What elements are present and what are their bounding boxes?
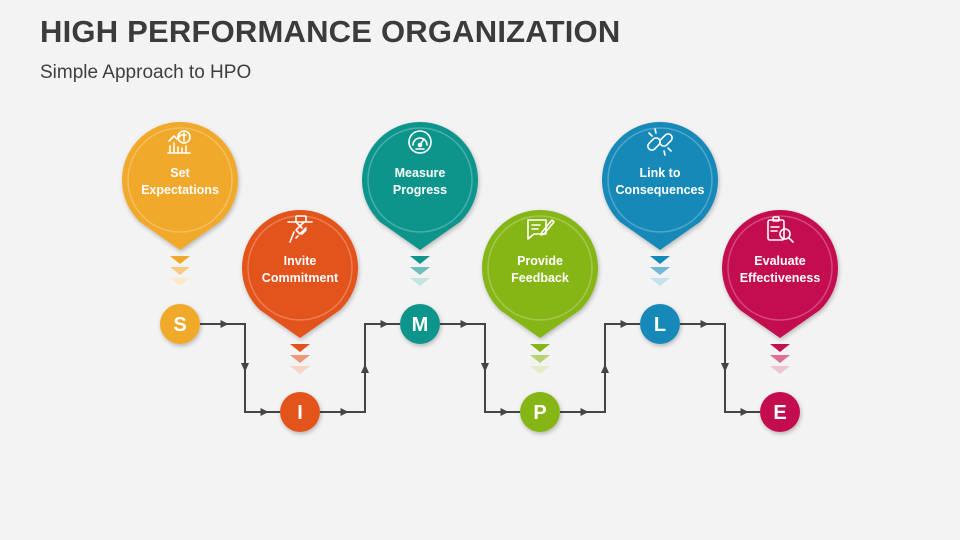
chevron-triangle xyxy=(770,344,790,352)
chevron-triangle xyxy=(410,267,430,275)
money-chart-icon xyxy=(167,130,191,154)
pin-inner-ring xyxy=(727,215,833,321)
chevron-triangle xyxy=(650,267,670,275)
chevron-triangle xyxy=(650,278,670,286)
flow-arrow xyxy=(260,408,269,416)
flow-arrow xyxy=(500,408,509,416)
step-label-line2: Consequences xyxy=(616,183,705,197)
connector-line xyxy=(440,323,520,413)
pin-marker xyxy=(122,121,239,250)
step-label-line1: Invite xyxy=(284,254,317,268)
step-letter: M xyxy=(412,314,429,336)
step-letter: S xyxy=(173,314,186,336)
flow-arrow xyxy=(740,408,749,416)
page-subtitle: Simple Approach to HPO xyxy=(40,62,252,83)
flow-arrow xyxy=(580,408,589,416)
chevron-triangle xyxy=(530,355,550,363)
chain-link-icon xyxy=(647,128,673,156)
step-label-line2: Feedback xyxy=(511,271,569,285)
step-label-line2: Progress xyxy=(393,183,447,197)
step-label-line1: Measure xyxy=(395,166,446,180)
connector-line xyxy=(200,323,280,413)
feedback-note-icon xyxy=(527,219,555,240)
pin-marker xyxy=(482,210,598,338)
chevron-triangle xyxy=(650,256,670,264)
chevron-triangle xyxy=(770,366,790,374)
flow-arrow xyxy=(460,320,469,328)
chevron-triangle xyxy=(170,267,190,275)
chevron-triangle xyxy=(290,366,310,374)
step-label-line2: Expectations xyxy=(141,183,219,197)
page-title: HIGH PERFORMANCE ORGANIZATION xyxy=(40,14,621,49)
pin-marker xyxy=(602,121,719,250)
letter-badge xyxy=(400,304,440,344)
flow-arrow xyxy=(481,363,489,372)
flow-arrow xyxy=(361,364,369,373)
letter-badge xyxy=(640,304,680,344)
connector-lines xyxy=(200,320,760,416)
flow-arrow xyxy=(220,320,229,328)
step-label-line2: Commitment xyxy=(262,271,339,285)
step-letter: L xyxy=(654,314,666,336)
chevron-triangle xyxy=(290,344,310,352)
step-letter: E xyxy=(773,402,786,424)
pin-marker xyxy=(722,210,838,338)
pin-inner-ring xyxy=(367,127,473,233)
connector-line xyxy=(680,323,760,413)
pin-marker xyxy=(362,121,478,250)
letter-badge xyxy=(160,304,200,344)
chevron-triangle xyxy=(530,366,550,374)
handshake-icon xyxy=(287,215,313,243)
pin-inner-ring xyxy=(127,127,233,233)
step-label-line2: Effectiveness xyxy=(740,271,821,285)
letter-badge xyxy=(280,392,320,432)
chevron-triangle xyxy=(290,355,310,363)
chevron-triangle xyxy=(770,355,790,363)
step-label-line1: Link to xyxy=(640,166,681,180)
chevron-triangle xyxy=(530,344,550,352)
speedometer-icon xyxy=(408,130,432,154)
connector-line xyxy=(560,323,640,413)
letter-badge xyxy=(520,392,560,432)
chevron-triangle xyxy=(410,278,430,286)
flow-arrow xyxy=(620,320,629,328)
step-letter: P xyxy=(533,402,546,424)
step-label-line1: Evaluate xyxy=(754,254,805,268)
flow-arrow xyxy=(700,320,709,328)
pin-marker xyxy=(242,210,358,338)
step-letter: I xyxy=(297,402,303,424)
clipboard-search-icon xyxy=(767,216,794,243)
flow-arrow xyxy=(340,408,349,416)
step-label-line1: Set xyxy=(170,166,190,180)
flow-arrow xyxy=(601,364,609,373)
letter-badge xyxy=(760,392,800,432)
connector-line xyxy=(320,323,400,413)
pin-inner-ring xyxy=(607,127,713,233)
chevron-triangle xyxy=(410,256,430,264)
flow-arrow xyxy=(241,363,249,372)
flow-arrow xyxy=(721,363,729,372)
chevron-triangle xyxy=(170,278,190,286)
flow-arrow xyxy=(380,320,389,328)
pin-inner-ring xyxy=(487,215,593,321)
step-label-line1: Provide xyxy=(517,254,563,268)
chevron-triangle xyxy=(170,256,190,264)
